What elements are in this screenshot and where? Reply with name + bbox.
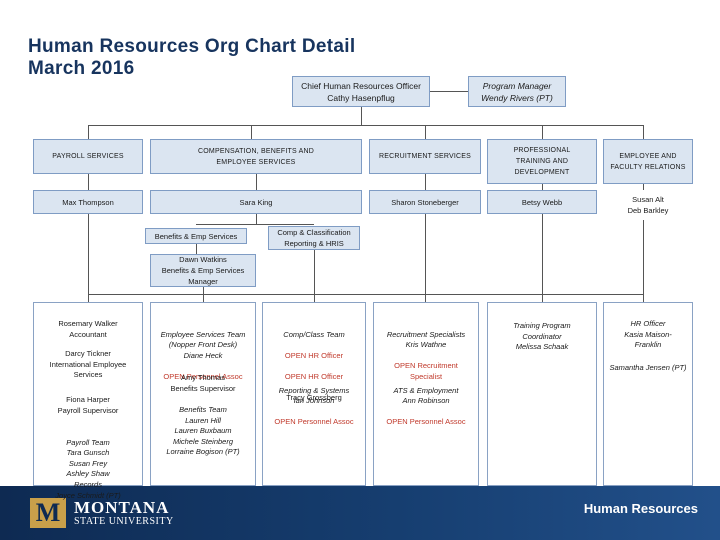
dept-professional-training: PROFESSIONAL TRAINING AND DEVELOPMENT xyxy=(487,139,597,184)
connector-horizontal-main xyxy=(88,125,643,126)
chro-box: Chief Human Resources Officer Cathy Hase… xyxy=(292,76,430,107)
open-hr-officer-1: OPEN HR Officer xyxy=(284,350,344,360)
staff-ats-employment: ATS & Employment Ann Robinson OPEN Perso… xyxy=(374,375,478,428)
open-personnel-assoc-ats: OPEN Personnel Assoc xyxy=(386,417,466,426)
staff-column-training: Training Program Coordinator Melissa Sch… xyxy=(487,302,597,486)
connector-dept5 xyxy=(643,125,644,139)
staff-training-coordinator: Training Program Coordinator Melissa Sch… xyxy=(513,321,571,351)
connector-dept2 xyxy=(251,125,252,139)
msu-logo-text-line2: STATE UNIVERSITY xyxy=(74,516,174,527)
staff-column-payroll: Rosemary Walker Accountant Darcy Tickner… xyxy=(33,302,143,486)
staff-reporting-systems: Reporting & Systems Ian Johnson OPEN Per… xyxy=(263,375,365,428)
connector-dept4 xyxy=(542,125,543,139)
staff-fiona-harper: Fiona Harper Payroll Supervisor xyxy=(57,395,119,415)
footer-department-label: Human Resources xyxy=(583,501,698,516)
manager-relations: Susan Alt Deb Barkley xyxy=(627,195,669,215)
manager-recruitment: Sharon Stoneberger xyxy=(369,190,481,214)
footer-bar xyxy=(0,486,720,540)
msu-logo-mark: M xyxy=(30,498,66,528)
staff-tracy-grossberg: Tracy Grossberg xyxy=(286,392,342,402)
reporting-systems-text: Reporting & Systems Ian Johnson xyxy=(278,385,350,406)
connector-mgr1 xyxy=(88,174,89,190)
program-manager-box: Program Manager Wendy Rivers (PT) xyxy=(468,76,566,107)
connector-cols-horizontal xyxy=(88,294,643,295)
dept-payroll-services: PAYROLL SERVICES xyxy=(33,139,143,174)
connector-benefits-down xyxy=(196,244,197,254)
connector-pm xyxy=(428,91,468,92)
connector-dept1 xyxy=(88,125,89,139)
manager-training: Betsy Webb xyxy=(487,190,597,214)
staff-column-comp: Comp/Class Team OPEN HR Officer OPEN HR … xyxy=(262,302,366,486)
connector-col3 xyxy=(314,250,315,302)
staff-recruitment-specialists: Recruitment Specialists Kris Wathne OPEN… xyxy=(374,319,478,382)
payroll-team-list: Payroll Team Tara Gunsch Susan Frey Ashl… xyxy=(66,437,110,479)
connector-mgr2 xyxy=(256,174,257,190)
staff-rosemary-walker: Rosemary Walker Accountant xyxy=(58,319,118,339)
dept-recruitment-services: RECRUITMENT SERVICES xyxy=(369,139,481,174)
unit-benefits-emp-services: Benefits & Emp Services xyxy=(145,228,247,244)
connector-mgr4 xyxy=(542,184,543,190)
connector-mgr5 xyxy=(643,184,644,190)
msu-logo-text-line1: MONTANA xyxy=(74,498,170,517)
benefits-manager-box: Dawn Watkins Benefits & Emp Services Man… xyxy=(150,254,256,287)
staff-samantha-jensen: Samantha Jensen (PT) xyxy=(609,363,687,372)
ats-employment-text: ATS & Employment Ann Robinson xyxy=(393,385,459,406)
page-subtitle-date: March 2016 xyxy=(28,58,135,79)
open-hr-officer-2: OPEN HR Officer xyxy=(284,371,344,381)
unit-comp-classification: Comp & Classification Reporting & HRIS xyxy=(268,226,360,250)
connector-sara-horizontal xyxy=(196,224,314,225)
connector-sara-split xyxy=(256,214,257,224)
recruitment-specialists-text: Recruitment Specialists Kris Wathne xyxy=(386,329,466,350)
connector-col1 xyxy=(88,214,89,302)
staff-comp-class-team: Comp/Class Team OPEN HR Officer OPEN HR … xyxy=(263,319,365,403)
staff-hr-officer-kasia: HR Officer Kasia Maison- Franklin xyxy=(624,319,672,349)
staff-amy-thomas: Amy Thomas Benefits Supervisor xyxy=(170,373,236,393)
staff-payroll-team: Payroll Team Tara Gunsch Susan Frey Ashl… xyxy=(34,427,142,480)
comp-class-team-title: Comp/Class Team xyxy=(283,329,345,339)
connector-col4 xyxy=(425,214,426,302)
manager-payroll: Max Thompson xyxy=(33,190,143,214)
staff-employee-services-team: Employee Services Team (Nopper Front Des… xyxy=(151,319,255,382)
connector-dept3 xyxy=(425,125,426,139)
dept-compensation-benefits: COMPENSATION, BENEFITS and EMPLOYEE SERV… xyxy=(150,139,362,174)
staff-records-joyce-schmidt: Records Joyce Schmidt (PT) xyxy=(55,480,121,500)
open-personnel-assoc: OPEN Personnel Assoc xyxy=(163,371,243,381)
staff-benefits-team: Benefits Team Lauren Hill Lauren Buxbaum… xyxy=(166,405,240,456)
employee-services-team-text: Employee Services Team (Nopper Front Des… xyxy=(160,329,246,360)
connector-chro-down xyxy=(361,107,362,125)
staff-column-relations: HR Officer Kasia Maison- Franklin Samant… xyxy=(603,302,693,486)
connector-mgr3 xyxy=(425,174,426,190)
manager-compensation: Sara King xyxy=(150,190,362,214)
open-recruitment-specialist: OPEN Recruitment Specialist xyxy=(394,361,458,381)
staff-column-recruitment: Recruitment Specialists Kris Wathne OPEN… xyxy=(373,302,479,486)
connector-col5 xyxy=(542,214,543,302)
dept-employee-faculty-relations: EMPLOYEE AND FACULTY RELATIONS xyxy=(603,139,693,184)
staff-darcy-tickner: Darcy Tickner International Employee Ser… xyxy=(49,349,127,379)
staff-column-benefits: Employee Services Team (Nopper Front Des… xyxy=(150,302,256,486)
connector-col6 xyxy=(643,220,644,302)
page-title: Human Resources Org Chart Detail xyxy=(28,36,356,57)
open-personnel-assoc-reporting: OPEN Personnel Assoc xyxy=(274,417,354,426)
connector-col2 xyxy=(203,287,204,302)
